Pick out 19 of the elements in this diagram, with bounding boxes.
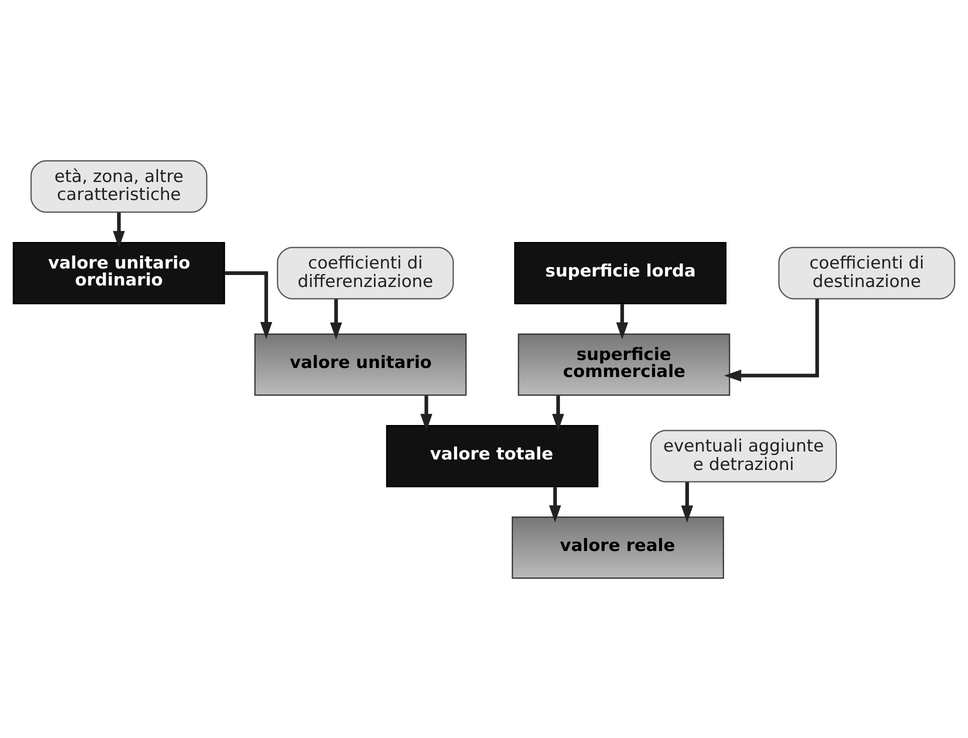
arrow xyxy=(724,298,819,382)
node-box: coefficienti di differenziazione xyxy=(276,246,454,299)
node-box: valore unitario ordinario xyxy=(12,242,226,304)
arrow xyxy=(420,395,432,431)
node-box: valore unitario xyxy=(254,333,467,396)
arrow xyxy=(330,298,342,340)
node-box: età, zona, altre caratteristiche xyxy=(30,160,208,212)
arrow xyxy=(549,486,562,522)
arrow xyxy=(681,482,694,522)
node-box: eventuali aggiunte e detrazioni xyxy=(650,429,837,482)
node-box: valore totale xyxy=(386,424,598,487)
node-box: superficie lorda xyxy=(514,242,726,304)
arrow xyxy=(616,304,628,340)
arrow xyxy=(112,212,125,248)
node-box: superficie commerciale xyxy=(518,333,730,396)
arrow xyxy=(224,270,272,339)
node-box: valore reale xyxy=(512,516,724,578)
arrow xyxy=(552,395,564,431)
node-box: coefficienti di destinazione xyxy=(778,246,956,299)
